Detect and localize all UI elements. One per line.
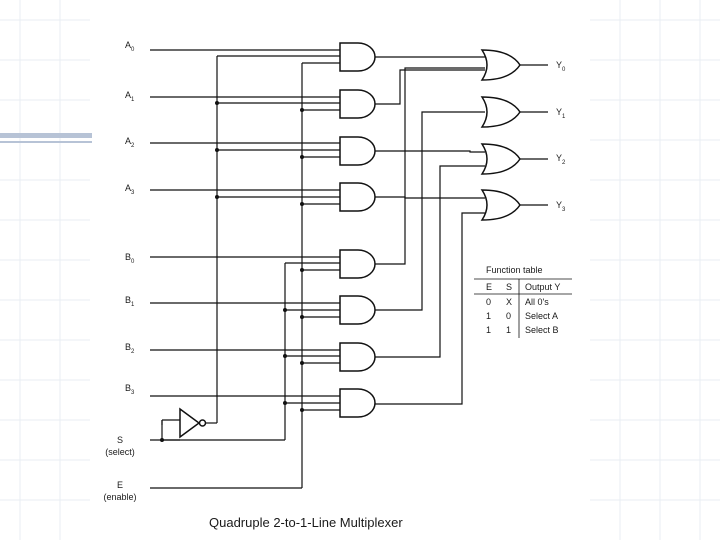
label-a0: A0	[125, 40, 135, 53]
function-table-header-s: S	[506, 282, 512, 292]
or-gates	[480, 49, 521, 221]
function-table-cell: 1	[486, 325, 491, 335]
function-table-title: Function table	[486, 265, 543, 275]
function-table-cell: 0	[486, 297, 491, 307]
function-table-header-y: Output Y	[525, 282, 560, 292]
function-table-cell: 1	[486, 311, 491, 321]
label-s: S	[117, 435, 123, 445]
or-gate-0	[480, 49, 521, 81]
and-gate-b2	[339, 342, 376, 372]
wire-and-b3-or3	[375, 212, 485, 405]
label-b0: B0	[125, 252, 135, 265]
wire-and-a1-or1	[375, 69, 485, 105]
label-b2: B2	[125, 342, 135, 355]
label-a1: A1	[125, 90, 135, 103]
label-y1: Y1	[556, 107, 566, 120]
label-e: E	[117, 480, 123, 490]
label-y2: Y2	[556, 153, 566, 166]
label-y0: Y0	[556, 60, 566, 73]
function-table-header-e: E	[486, 282, 492, 292]
junctions	[160, 101, 304, 442]
figure-caption: Quadruple 2-to-1-Line Multiplexer	[209, 515, 403, 530]
inverter	[179, 407, 207, 439]
function-table-cell: X	[506, 297, 512, 307]
function-table-cell: Select A	[525, 311, 558, 321]
function-table-cell: Select B	[525, 325, 559, 335]
label-y3: Y3	[556, 200, 566, 213]
accent-bar	[0, 133, 95, 138]
function-table-cell: All 0's	[525, 297, 549, 307]
accent-bar-thin	[0, 141, 95, 143]
and-gate-a1	[339, 89, 376, 119]
function-table: Function table E S Output Y 0 X All 0's …	[474, 265, 572, 338]
label-b1: B1	[125, 295, 135, 308]
label-b3: B3	[125, 383, 135, 396]
wire-and-b2-or2	[375, 165, 485, 358]
and-gate-a0	[339, 42, 376, 72]
label-e-desc: (enable)	[103, 492, 136, 502]
wire-and-b1-or1	[375, 111, 485, 311]
and-gate-b1	[339, 295, 376, 325]
and-gates	[339, 42, 376, 418]
or-gate-3	[480, 189, 521, 221]
and-gate-a3	[339, 182, 376, 212]
and-gate-b0	[339, 249, 376, 279]
wire-and-b0-or0	[375, 67, 485, 265]
label-s-desc: (select)	[105, 447, 135, 457]
wires	[150, 49, 548, 489]
or-gate-1	[480, 96, 521, 128]
label-a3: A3	[125, 183, 135, 196]
label-a2: A2	[125, 136, 135, 149]
and-gate-b3	[339, 388, 376, 418]
or-gate-2	[480, 143, 521, 175]
function-table-cell: 0	[506, 311, 511, 321]
function-table-cell: 1	[506, 325, 511, 335]
and-gate-a2	[339, 136, 376, 166]
